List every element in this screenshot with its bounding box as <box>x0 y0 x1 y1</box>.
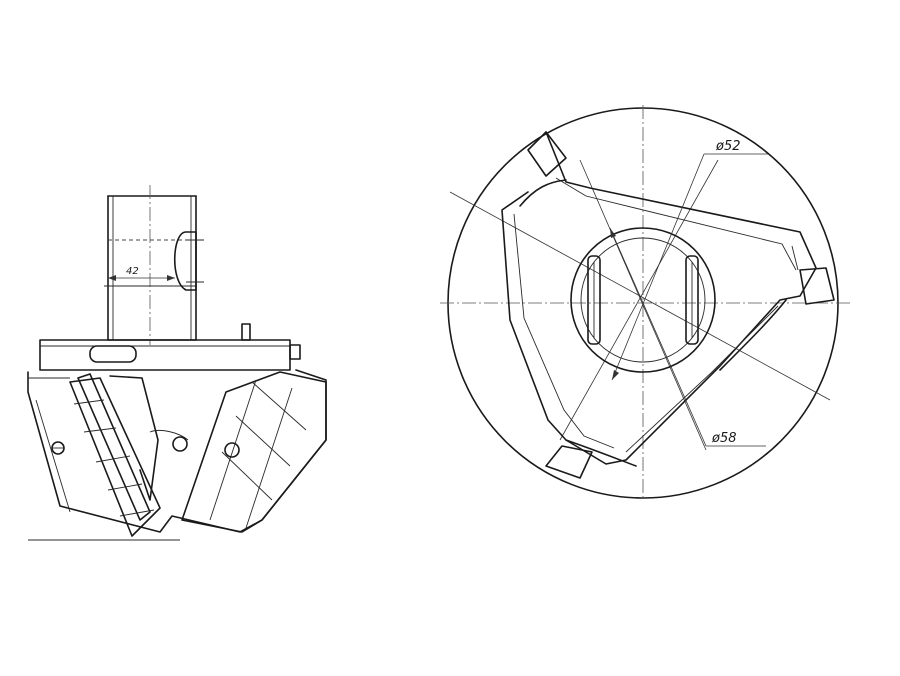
insert-right <box>799 267 835 305</box>
dimension-diameter-58: ø58 <box>609 227 766 447</box>
dimension-42-label: 42 <box>126 266 139 277</box>
triangular-cutter-body <box>501 131 835 479</box>
body-plate <box>39 323 301 371</box>
plan-view: ø52 ø58 <box>440 105 850 500</box>
side-view: 42 <box>27 185 327 541</box>
central-bore <box>570 227 716 373</box>
cutter-body <box>27 369 327 541</box>
insert-top <box>527 131 567 177</box>
dimension-58-label: ø58 <box>711 431 737 446</box>
insert-bottom <box>545 445 593 479</box>
dimension-52-label: ø52 <box>715 139 741 154</box>
shank: 42 <box>104 185 204 345</box>
dimension-diameter-52: ø52 <box>611 139 768 381</box>
